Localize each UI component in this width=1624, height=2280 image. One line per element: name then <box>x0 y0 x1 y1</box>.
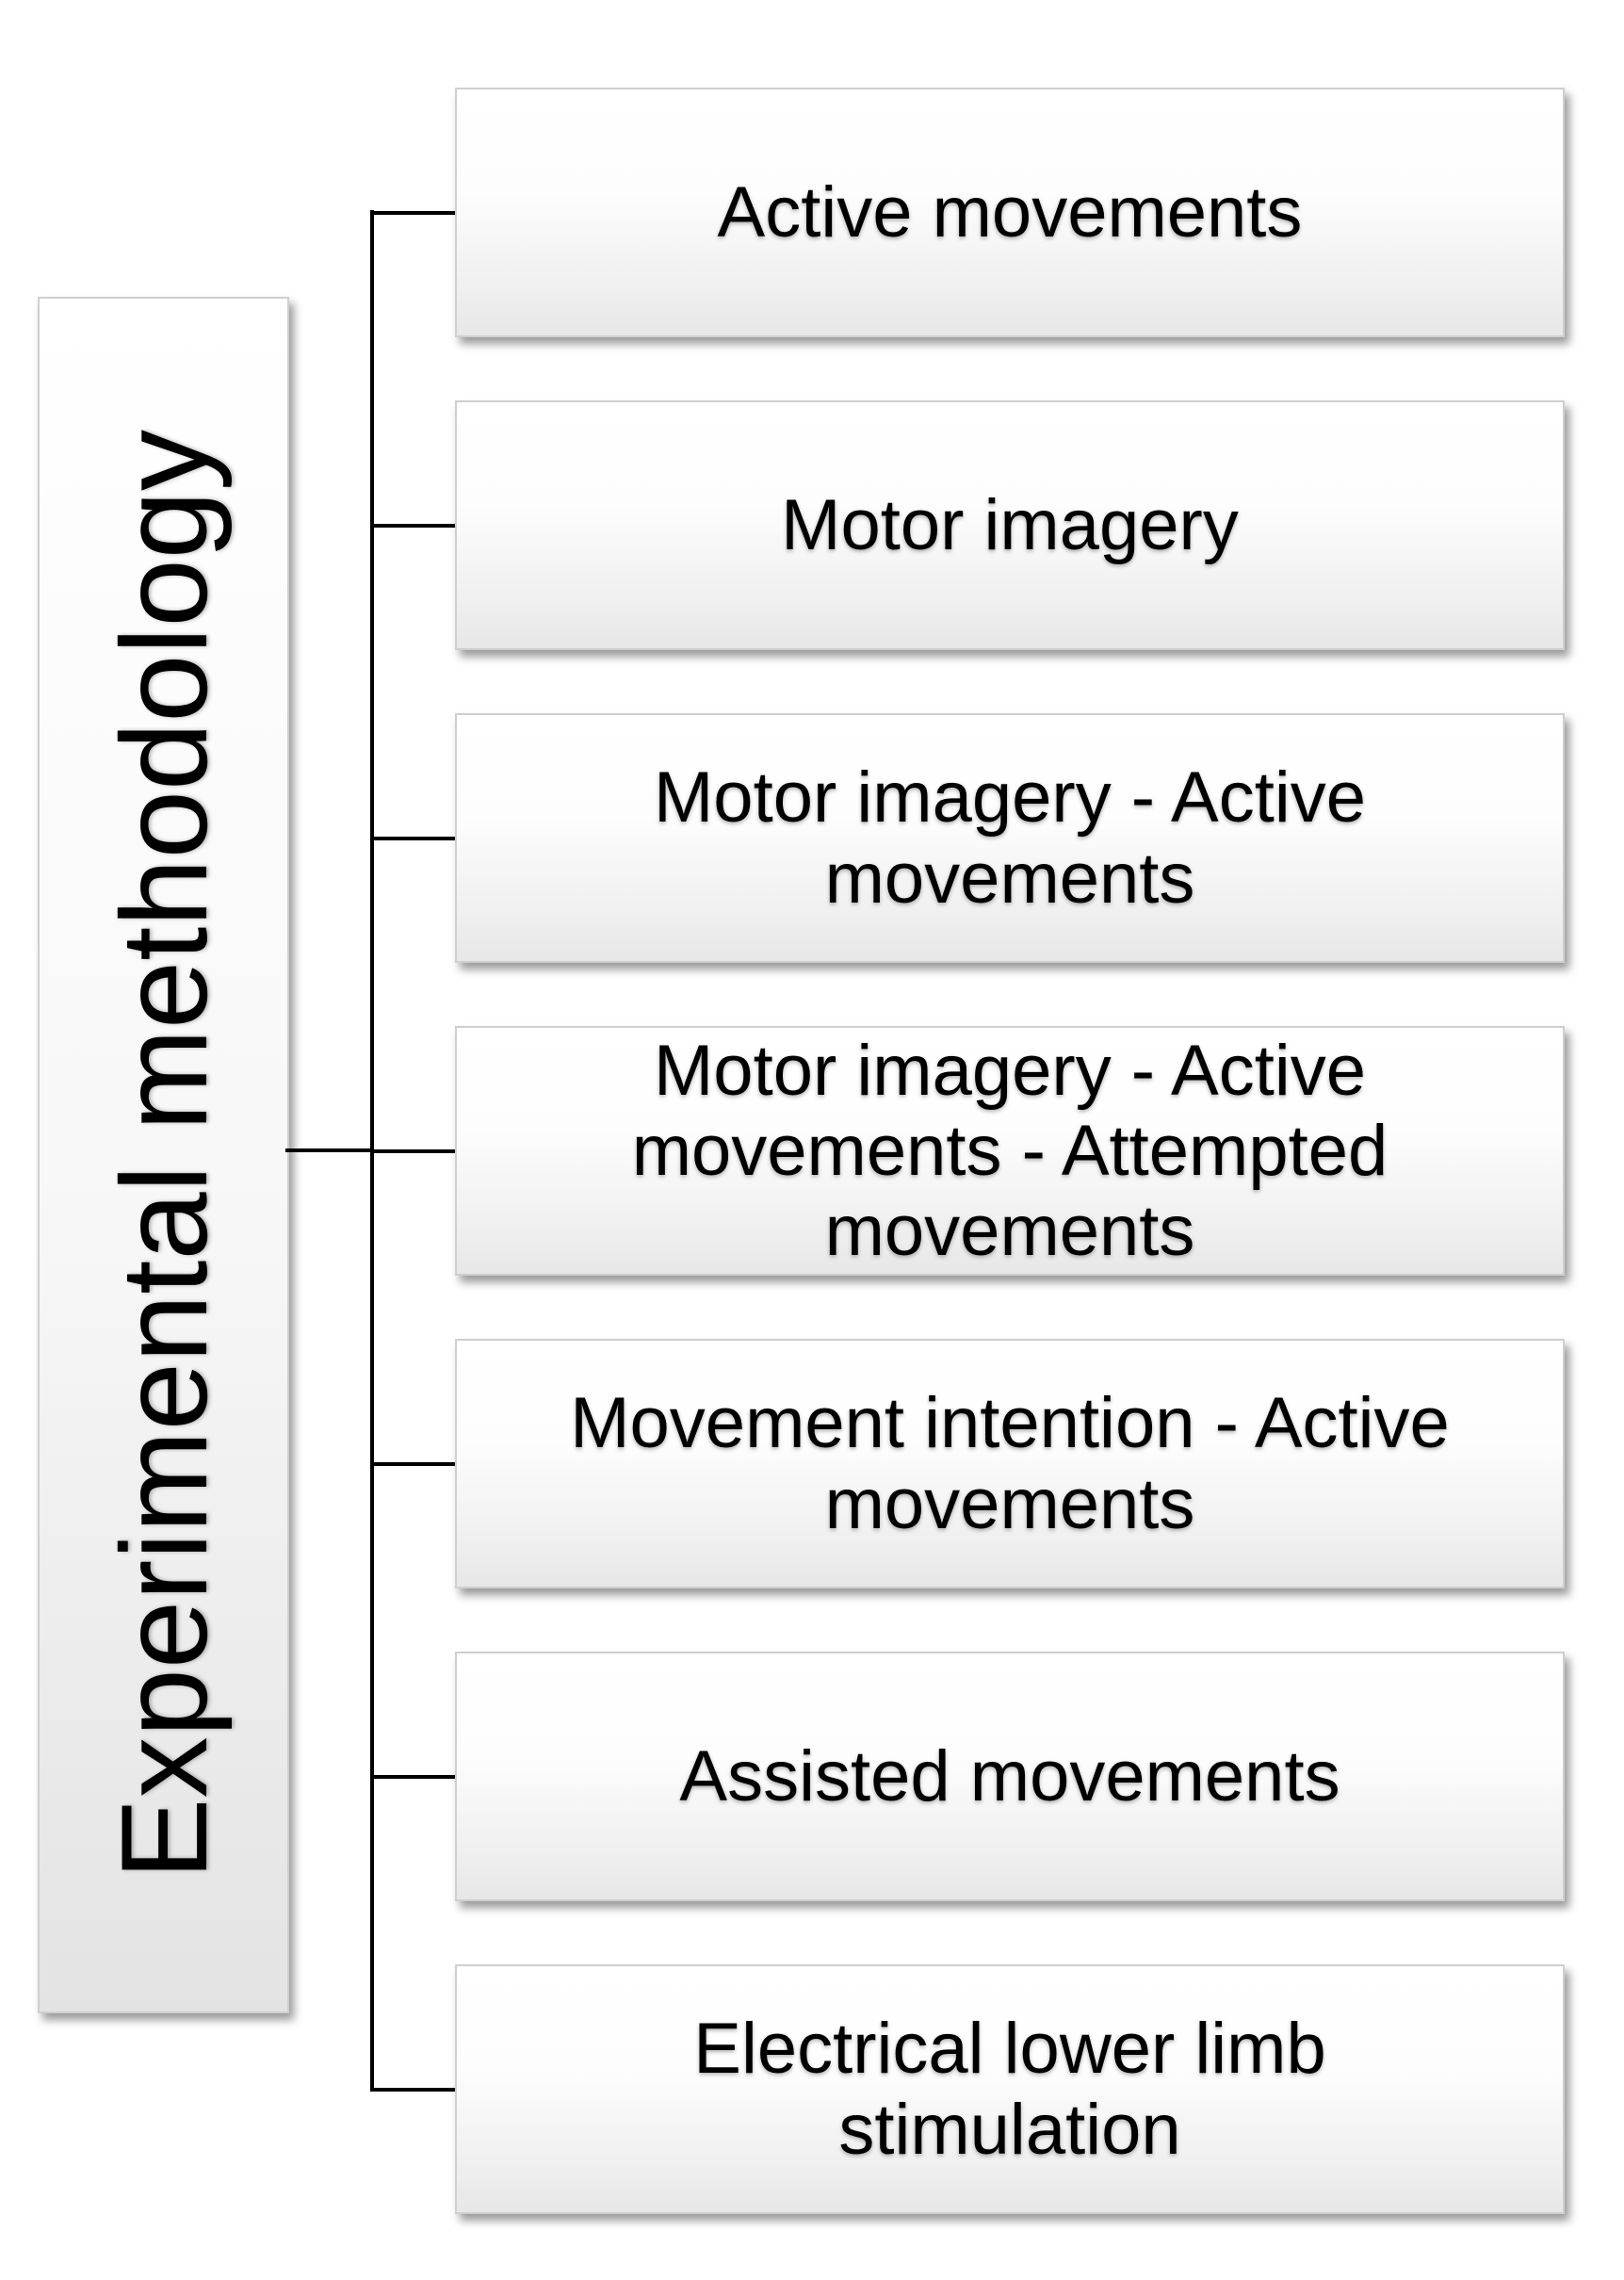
child-shape: Movement intention - Active movements <box>455 1339 1565 1588</box>
root-connector-line <box>285 1148 372 1152</box>
branch-line <box>370 1461 455 1466</box>
branch-line <box>370 210 455 215</box>
child-shape: Assisted movements <box>455 1652 1565 1901</box>
child-label: Active movements <box>717 171 1303 252</box>
child-node: Assisted movements <box>370 1652 1565 1901</box>
child-node: Movement intention - Active movements <box>370 1339 1565 1588</box>
branch-line <box>370 836 455 840</box>
child-label: Assisted movements <box>679 1735 1340 1816</box>
child-label: Motor imagery <box>781 484 1239 565</box>
child-node: Motor imagery - Active movements - Attem… <box>370 1026 1565 1276</box>
root-shape: Experimental methodology <box>38 297 289 2013</box>
child-node: Motor imagery <box>370 400 1565 650</box>
branch-line <box>370 2087 455 2092</box>
child-shape: Electrical lower limb stimulation <box>455 1964 1565 2214</box>
branch-line <box>370 1774 455 1779</box>
child-shape: Motor imagery <box>455 400 1565 650</box>
child-label: Motor imagery - Active movements - Attem… <box>631 1030 1389 1272</box>
child-label: Movement intention - Active movements <box>570 1383 1450 1544</box>
child-node: Active movements <box>370 88 1565 337</box>
child-node: Electrical lower limb stimulation <box>370 1964 1565 2214</box>
child-shape: Motor imagery - Active movements - Attem… <box>455 1026 1565 1276</box>
branch-line <box>370 1148 455 1153</box>
child-shape: Active movements <box>455 88 1565 337</box>
branch-line <box>370 523 455 528</box>
child-label: Electrical lower limb stimulation <box>693 2009 1326 2170</box>
child-shape: Motor imagery - Active movements <box>455 713 1565 963</box>
child-label: Motor imagery - Active movements <box>654 757 1366 919</box>
child-node: Motor imagery - Active movements <box>370 713 1565 963</box>
